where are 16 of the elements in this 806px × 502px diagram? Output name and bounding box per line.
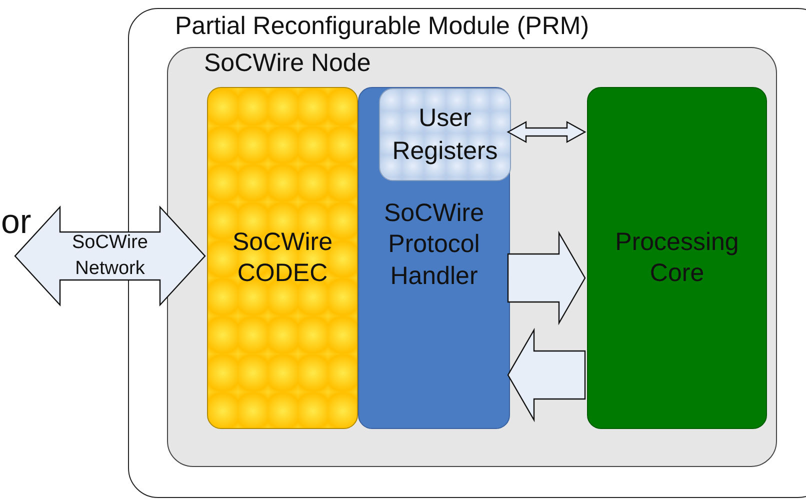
node-label: User Registers [391,103,499,166]
block-arrow [507,230,586,326]
node-label: Partial Reconfigurable Module (PRM) [175,11,590,41]
protocol-handler-block [358,87,510,429]
node-label: SoCWire Protocol Handler [382,198,485,292]
node-panel [167,47,777,467]
node-label: SoCWire CODEC [231,226,334,289]
processing-core-block [587,87,767,429]
text-fragment: or [1,203,32,242]
node-label: SoCWire Node [204,48,371,78]
block-arrow [507,328,586,422]
node-label: SoCWire Network [70,231,149,281]
codec-block [207,87,358,429]
block-arrow [506,120,586,144]
node-label: Processing Core [614,226,740,289]
registers-block [379,88,511,181]
